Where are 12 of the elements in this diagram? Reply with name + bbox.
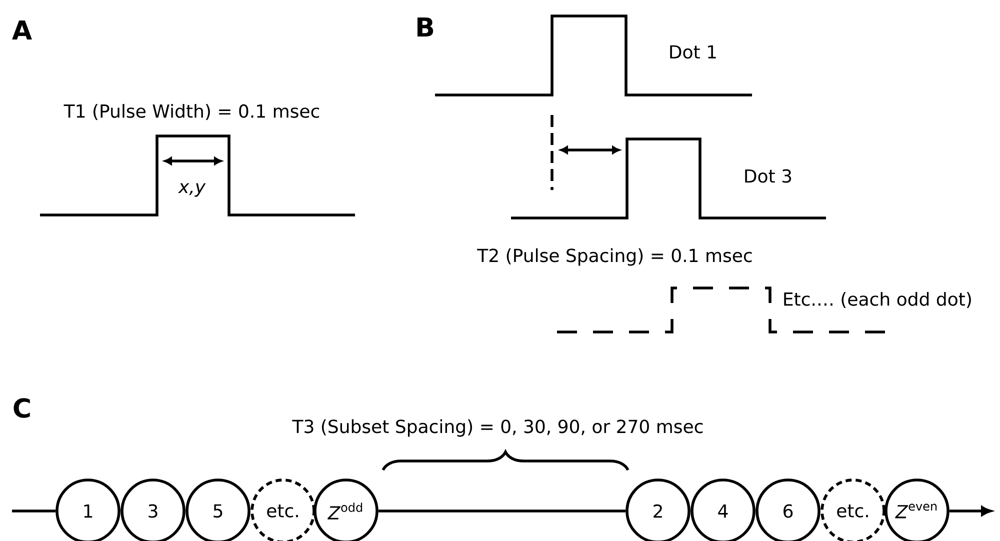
pulse-label: Dot 1 (670, 45, 716, 59)
connector-line (378, 510, 626, 512)
timing-label: T2 (Pulse Spacing) = 0.1 msec (477, 248, 752, 266)
timing-label: T1 (Pulse Width) = 0.1 msec (64, 104, 320, 120)
pulse-label: Dot 3 (745, 169, 792, 183)
connector-line (12, 510, 56, 512)
dimension-label: x,y (178, 183, 206, 197)
timing-label: T3 (Subset Spacing) = 0, 30, 90, or 270 msec (292, 419, 703, 437)
panel-letter: C (14, 398, 30, 418)
note-text: Etc.… (each odd dot) (784, 292, 971, 308)
panel-letter: B (417, 18, 434, 36)
panel-letter: A (12, 20, 32, 40)
